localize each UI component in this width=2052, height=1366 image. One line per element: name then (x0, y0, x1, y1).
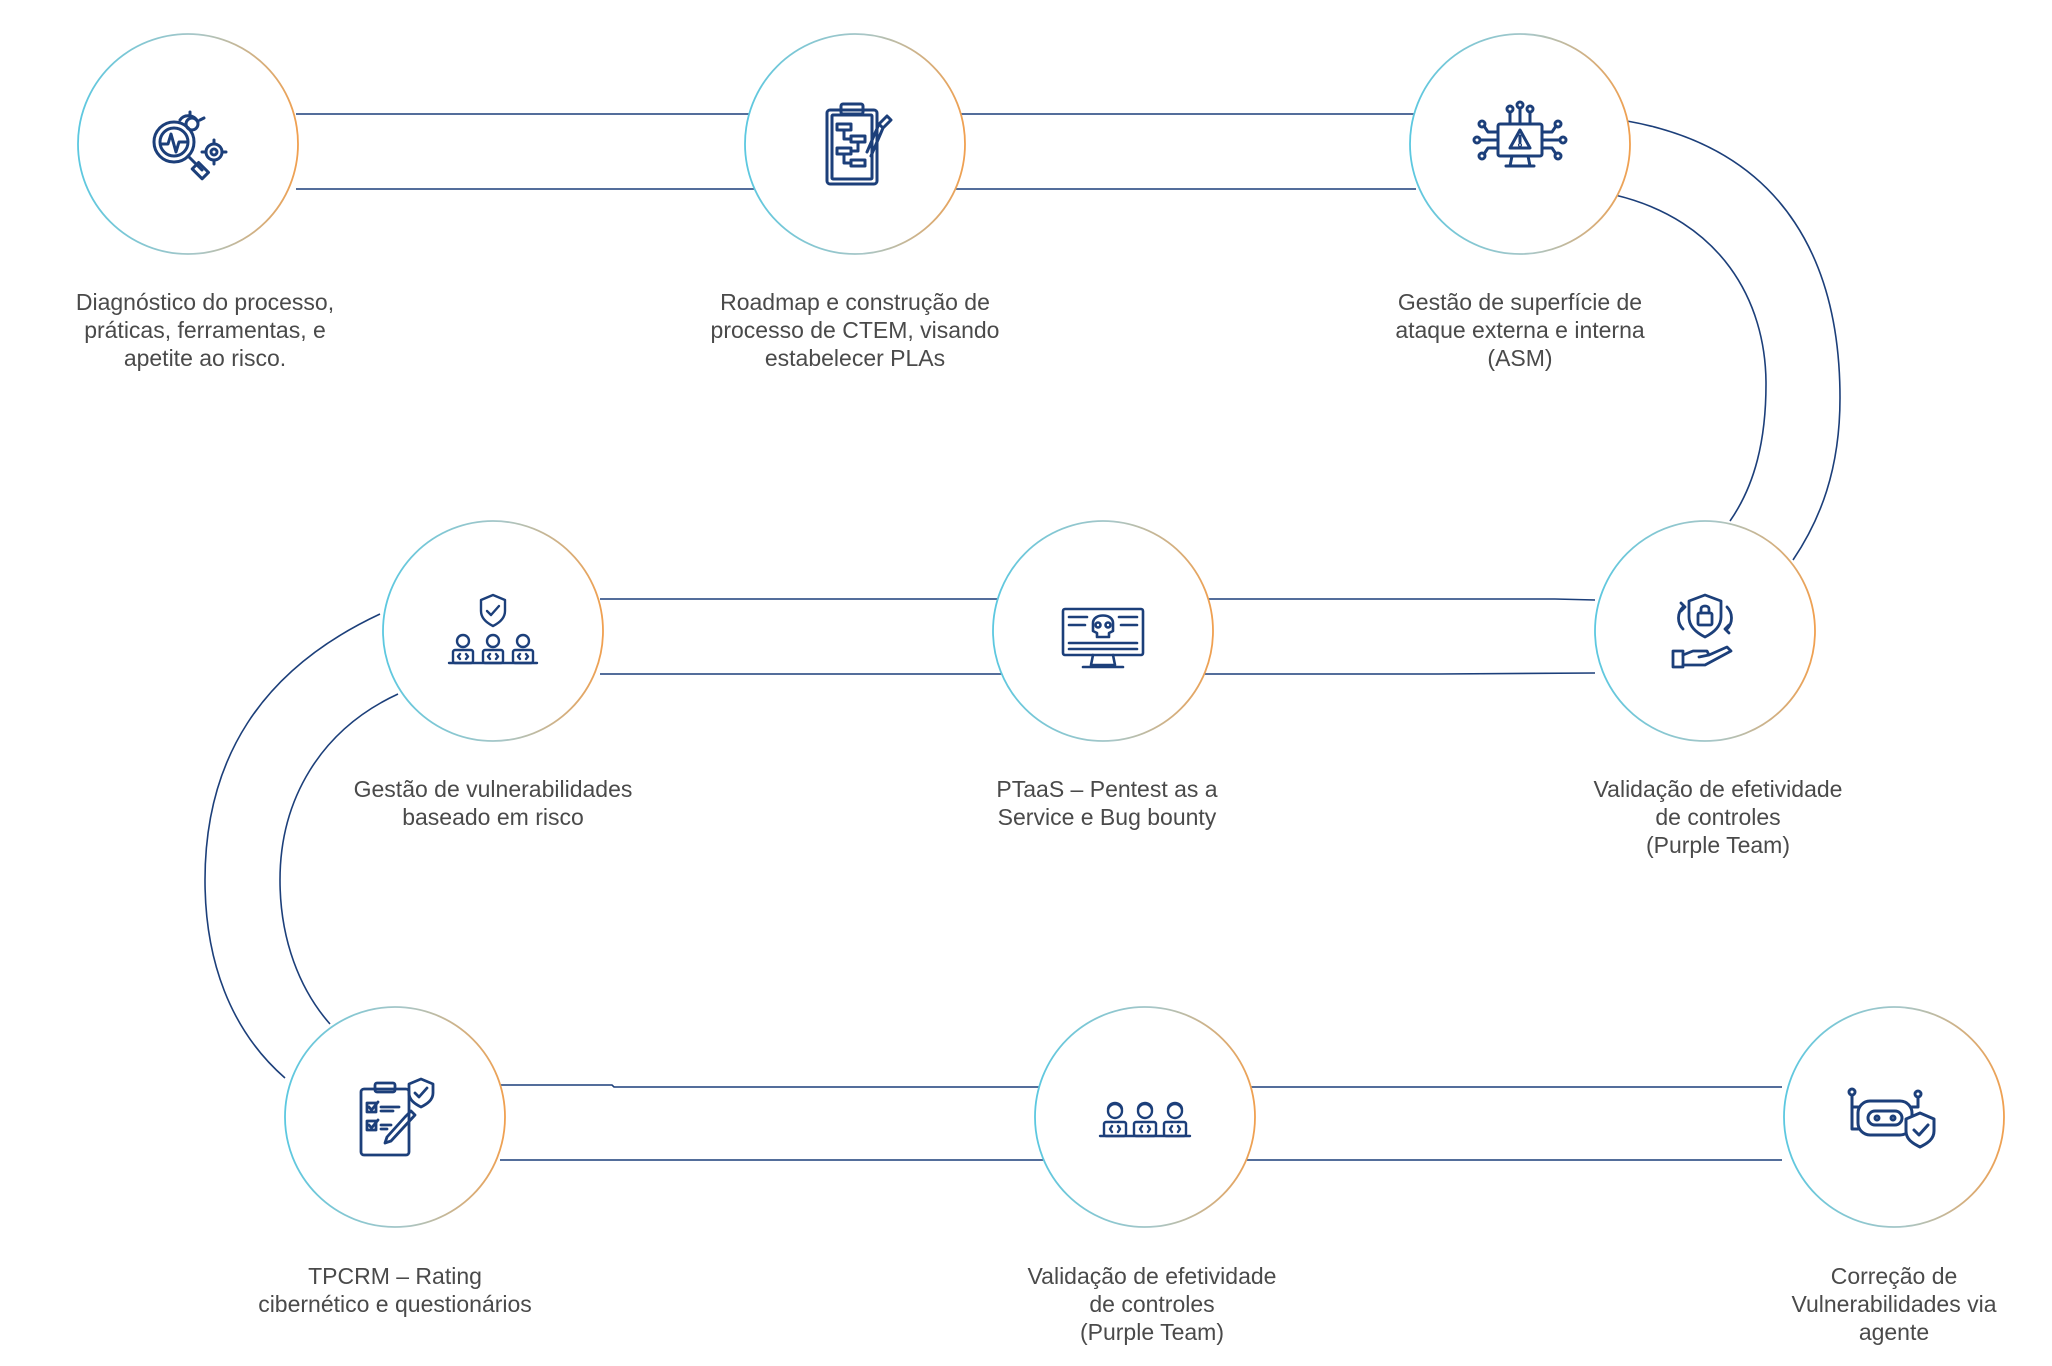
checklist-shield-icon (359, 1077, 435, 1157)
step-node-1 (76, 32, 300, 256)
step-label-line: Gestão de superfície de (1397, 289, 1643, 315)
step-label-line: práticas, ferramentas, e (84, 317, 326, 343)
step-node-5 (991, 519, 1215, 743)
gear-magnifier-icon (152, 110, 228, 181)
step-label-line: (Purple Team) (1079, 1319, 1225, 1345)
step-label-5: PTaaS – Pentest as a Service e Bug bount… (917, 775, 1297, 831)
skull-monitor-icon (1061, 607, 1145, 669)
step-node-4 (381, 519, 605, 743)
step-label-line: de controles (1089, 1291, 1215, 1317)
step-label-line: Correção de (1830, 1263, 1958, 1289)
team-shield-icon (447, 593, 539, 665)
step-label-6: Validação de efetividade de controles (P… (1528, 775, 1908, 859)
step-label-4: Gestão de vulnerabilidades baseado em ri… (303, 775, 683, 831)
step-node-9 (1782, 1005, 2006, 1229)
step-label-line: cibernético e questionários (258, 1291, 532, 1317)
connector-left-inner (279, 693, 399, 1025)
step-label-line: estabelecer PLAs (764, 345, 946, 371)
monitor-warning-icon (1472, 100, 1568, 168)
connector-row2-bottom (600, 672, 1596, 675)
step-label-line: Roadmap e construção de (720, 289, 990, 315)
step-label-line: Gestão de vulnerabilidades (353, 776, 633, 802)
step-label-3: Gestão de superfície de ataque externa e… (1330, 288, 1710, 372)
step-node-3 (1408, 32, 1632, 256)
clipboard-flowchart-icon (825, 102, 893, 186)
connector-right-inner (1614, 194, 1767, 522)
step-label-line: (ASM) (1487, 345, 1553, 371)
step-label-2: Roadmap e construção de processo de CTEM… (665, 288, 1045, 372)
robot-shield-icon (1847, 1087, 1936, 1149)
step-label-line: Service e Bug bounty (997, 804, 1217, 830)
connector-row2-top (600, 598, 1596, 601)
connector-left-outer (204, 613, 381, 1079)
step-label-line: Validação de efetividade (1593, 776, 1843, 802)
step-label-line: Validação de efetividade (1027, 1263, 1277, 1289)
step-label-line: TPCRM – Rating (308, 1263, 482, 1289)
step-label-line: ataque externa e interna (1395, 317, 1645, 343)
step-label-1: Diagnóstico do processo, práticas, ferra… (15, 288, 395, 372)
step-label-line: de controles (1655, 804, 1781, 830)
step-label-line: baseado em risco (402, 804, 584, 830)
step-node-8 (1033, 1005, 1257, 1229)
step-node-2 (743, 32, 967, 256)
step-label-line: processo de CTEM, visando (710, 317, 1000, 343)
step-label-7: TPCRM – Rating cibernético e questionári… (205, 1262, 585, 1318)
step-label-line: apetite ao risco. (123, 345, 287, 371)
hand-lock-shield-icon (1671, 593, 1733, 669)
step-label-line: agente (1858, 1319, 1930, 1345)
step-node-6 (1593, 519, 1817, 743)
step-label-line: PTaaS – Pentest as a (996, 776, 1218, 802)
step-label-8: Validação de efetividade de controles (P… (962, 1262, 1342, 1346)
step-label-line: (Purple Team) (1645, 832, 1791, 858)
step-node-7 (283, 1005, 507, 1229)
team-coders-icon (1098, 1101, 1192, 1138)
step-label-9: Correção de Vulnerabilidades via agente (1704, 1262, 2052, 1346)
connector-right-outer (1626, 120, 1841, 561)
step-label-line: Diagnóstico do processo, (75, 289, 335, 315)
step-label-line: Vulnerabilidades via (1791, 1291, 1997, 1317)
